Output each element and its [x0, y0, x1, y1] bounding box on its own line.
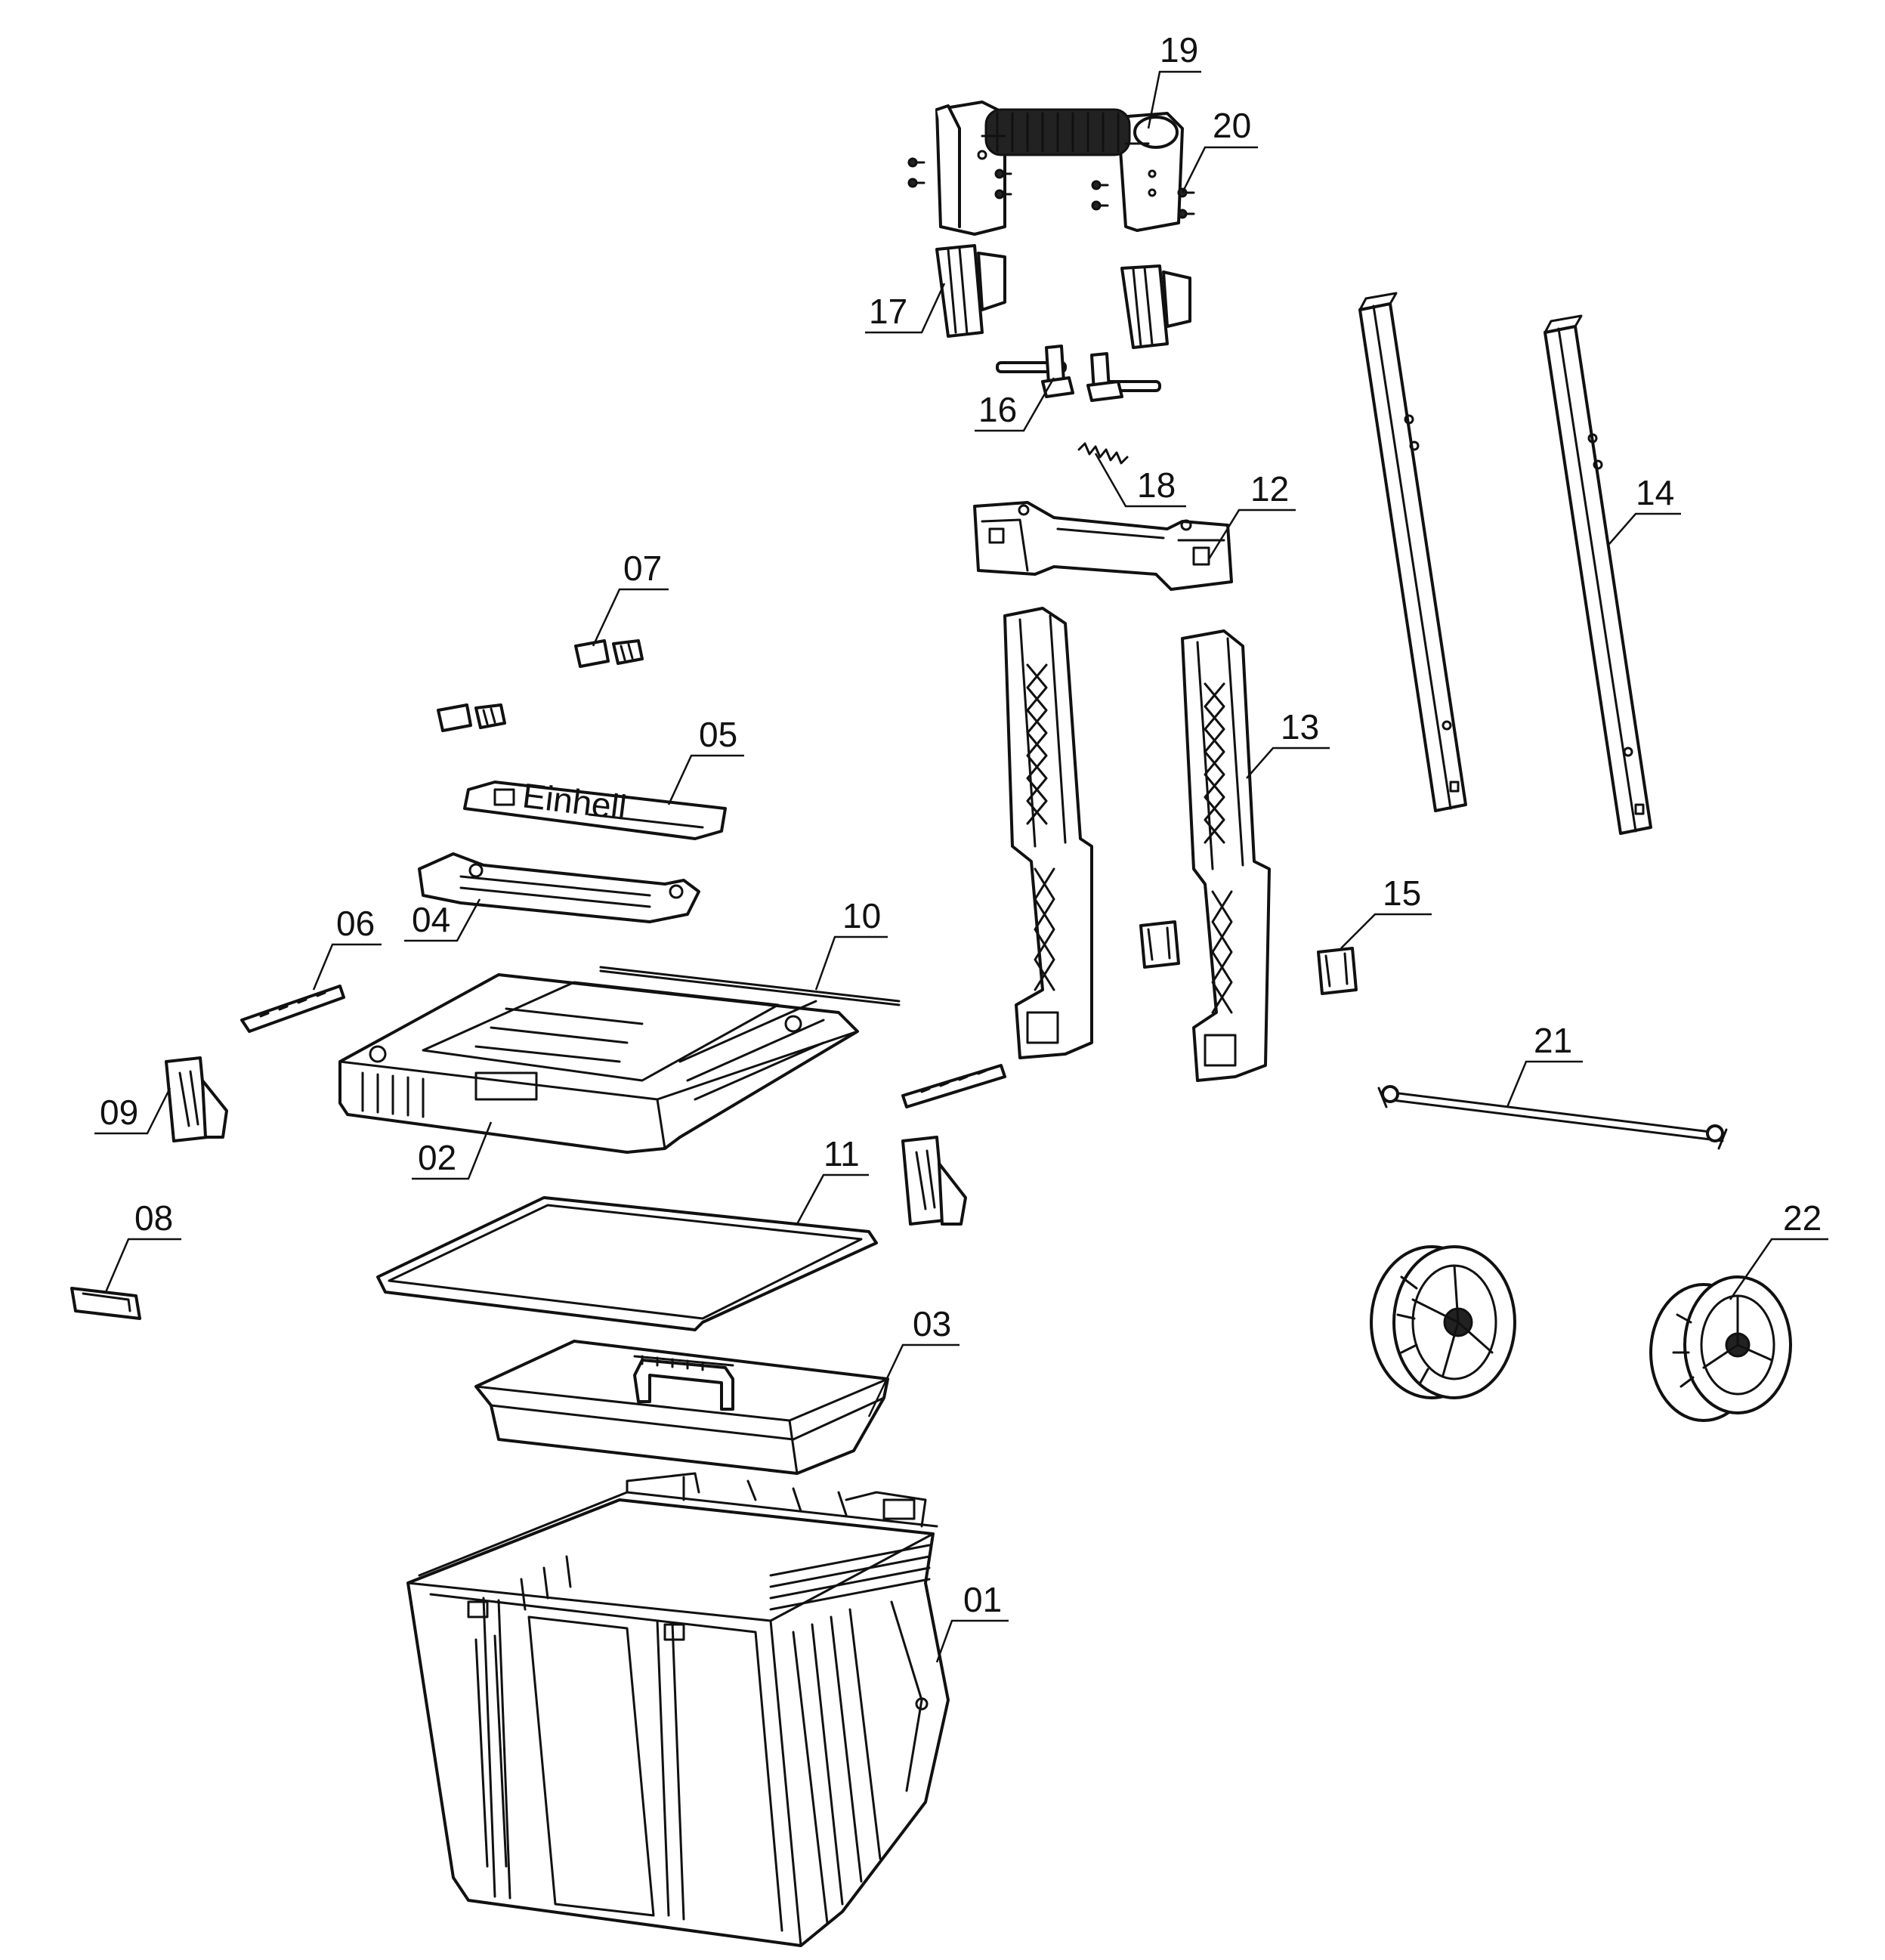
- callout-08: 08: [134, 1198, 173, 1238]
- leader-13: [1246, 747, 1330, 779]
- leader-05: [667, 754, 744, 805]
- callout-06: 06: [336, 904, 375, 943]
- callout-04: 04: [412, 900, 450, 939]
- part-11-gasket: [376, 1196, 878, 1331]
- part-04-lid-handle: [418, 852, 700, 923]
- part-09-side-latches: [165, 1056, 967, 1226]
- leader-12: [1207, 509, 1296, 560]
- leader-16: [975, 377, 1055, 432]
- callout-20: 20: [1213, 106, 1251, 145]
- callout-13: 13: [1281, 707, 1319, 747]
- callout-labels: 19 20 17 16 18 12 14 07 05 13 10 04 06 1…: [100, 30, 1822, 1619]
- callout-10: 10: [842, 896, 881, 935]
- callout-05: 05: [699, 715, 737, 754]
- leader-01: [935, 1619, 1009, 1663]
- part-02-lid: [338, 973, 859, 1154]
- part-07-latches: [437, 639, 644, 732]
- leader-07: [592, 588, 669, 647]
- part-01-main-box: [406, 1472, 950, 1947]
- leader-21: [1506, 1060, 1583, 1108]
- leader-lines: [94, 70, 1828, 1663]
- part-18-spring: [1077, 442, 1129, 465]
- part-10-hinge-rod: [599, 966, 901, 1006]
- callout-16: 16: [978, 390, 1017, 429]
- leader-22: [1729, 1238, 1828, 1300]
- callout-12: 12: [1250, 469, 1289, 509]
- callout-18: 18: [1137, 465, 1176, 505]
- callout-15: 15: [1383, 873, 1421, 913]
- part-17-handle-inserts: [935, 244, 1191, 349]
- callout-01: 01: [963, 1580, 1002, 1619]
- leader-09: [94, 1087, 172, 1135]
- leader-18: [1094, 453, 1186, 508]
- leader-10: [814, 935, 888, 991]
- part-15-clips: [1139, 920, 1358, 995]
- callout-03: 03: [913, 1304, 951, 1343]
- part-13-uprights: [1003, 607, 1271, 1082]
- leader-08: [104, 1238, 181, 1293]
- part-16-locking-pins: [996, 345, 1161, 402]
- part-12-top-bracket: [973, 501, 1233, 591]
- callout-11: 11: [824, 1134, 860, 1173]
- leader-03: [867, 1343, 959, 1417]
- callout-14: 14: [1636, 473, 1674, 512]
- callout-21: 21: [1534, 1021, 1572, 1060]
- leader-14: [1608, 512, 1681, 545]
- part-14-rails: [1358, 292, 1652, 835]
- part-22-wheels: [1370, 1245, 1792, 1422]
- part-03-tray: [474, 1340, 889, 1475]
- part-06-hinge-plates: [240, 985, 1006, 1108]
- leader-02: [412, 1121, 493, 1180]
- leader-11: [796, 1173, 869, 1225]
- leader-20: [1181, 146, 1258, 193]
- part-08-small-latch: [70, 1287, 141, 1320]
- leader-17: [865, 283, 946, 334]
- part-19-handle-grip: [907, 100, 1195, 236]
- part-21-axle: [1377, 1085, 1728, 1150]
- callout-07: 07: [623, 549, 662, 588]
- leader-15: [1340, 913, 1432, 949]
- callout-22: 22: [1783, 1198, 1822, 1238]
- leader-06: [312, 943, 382, 991]
- callout-19: 19: [1160, 30, 1198, 70]
- callout-17: 17: [869, 292, 907, 331]
- part-05-badge-plate: Einhell: [463, 775, 727, 840]
- callout-02: 02: [418, 1138, 456, 1177]
- leader-04: [404, 898, 481, 942]
- callout-09: 09: [100, 1093, 138, 1132]
- leader-19: [1147, 70, 1201, 129]
